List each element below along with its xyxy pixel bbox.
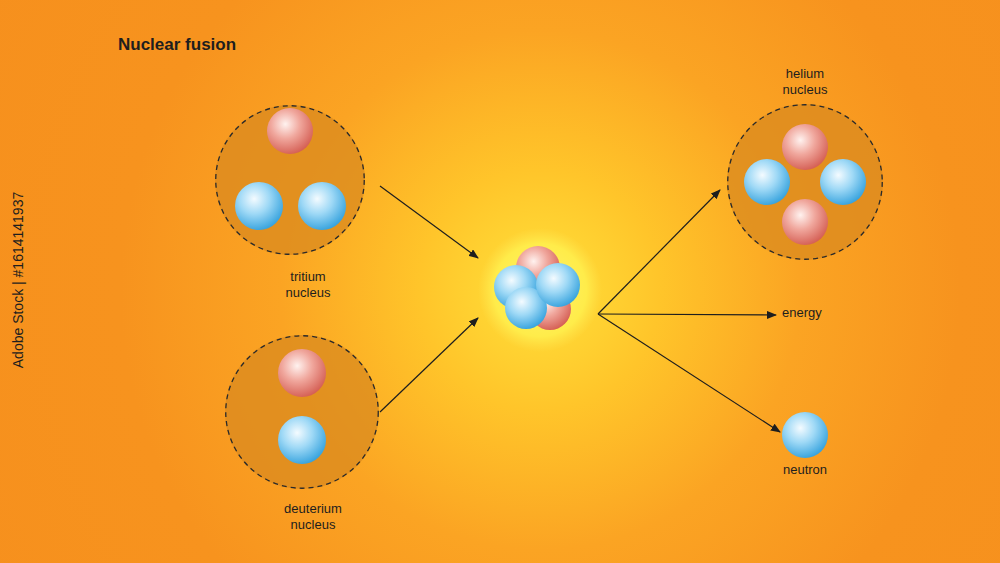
nucleus-circle: helium nucleus <box>727 104 883 260</box>
nucleus-outline <box>215 105 365 255</box>
energy-label: energy <box>782 305 822 320</box>
dashed-circle <box>226 336 379 489</box>
dashed-circle <box>216 106 365 255</box>
nucleus-outline <box>727 104 883 260</box>
neutron-particle: neutron <box>782 412 828 458</box>
nucleus-label: deuterium nucleus <box>284 501 342 533</box>
particle-label: neutron <box>783 462 827 478</box>
nucleus-outline <box>225 335 379 489</box>
dashed-circle <box>728 105 883 260</box>
nucleus-label: tritium nucleus <box>286 269 331 301</box>
nucleus-label: helium nucleus <box>783 66 828 98</box>
nucleus-circle: tritium nucleus <box>215 105 365 255</box>
watermark: Adobe Stock | #1614141937 <box>10 192 26 368</box>
nucleus-circle: deuterium nucleus <box>225 335 379 489</box>
diagram-title: Nuclear fusion <box>118 35 236 55</box>
